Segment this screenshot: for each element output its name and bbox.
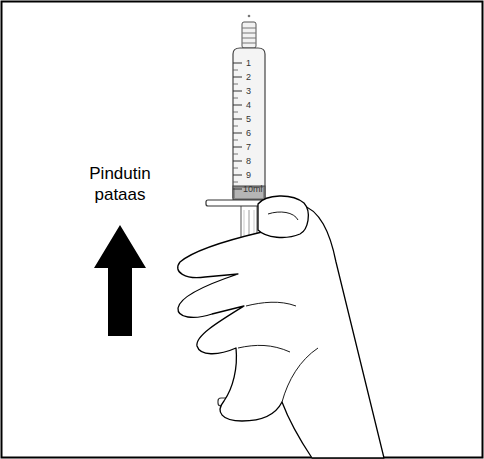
syringe-barrel — [206, 15, 292, 206]
scale-number: 8 — [246, 156, 251, 166]
scale-number: 1 — [246, 58, 251, 68]
scale-tick — [233, 119, 242, 120]
scale-number: 5 — [246, 114, 251, 124]
instruction-text: Pindutin pataas — [80, 163, 160, 205]
scale-tick — [233, 147, 242, 148]
scale-tick — [233, 77, 242, 78]
scale-tick — [233, 182, 238, 183]
scale-tick — [233, 70, 238, 71]
scale-tick — [233, 154, 238, 155]
scale-number: 4 — [246, 100, 251, 110]
scale-tick — [233, 98, 238, 99]
scale-tick — [233, 133, 242, 134]
scale-number: 10ml — [243, 184, 263, 194]
scale-tick — [233, 140, 238, 141]
scale-tick — [233, 84, 238, 85]
scale-number: 9 — [246, 170, 251, 180]
scale-number: 3 — [246, 86, 251, 96]
scale-number: 7 — [246, 142, 251, 152]
scale-number: 6 — [246, 128, 251, 138]
scale-tick — [233, 175, 242, 176]
scale-tick — [233, 189, 242, 190]
scale-tick — [233, 161, 242, 162]
scale-tick — [233, 126, 238, 127]
up-arrow — [94, 225, 146, 336]
scale-number: 2 — [246, 72, 251, 82]
scale-ticks — [233, 63, 242, 189]
scale-tick — [233, 105, 242, 106]
hand — [178, 196, 384, 458]
scale-tick — [233, 168, 238, 169]
scale-tick — [233, 63, 242, 64]
scale-tick — [233, 112, 238, 113]
scale-tick — [233, 91, 242, 92]
